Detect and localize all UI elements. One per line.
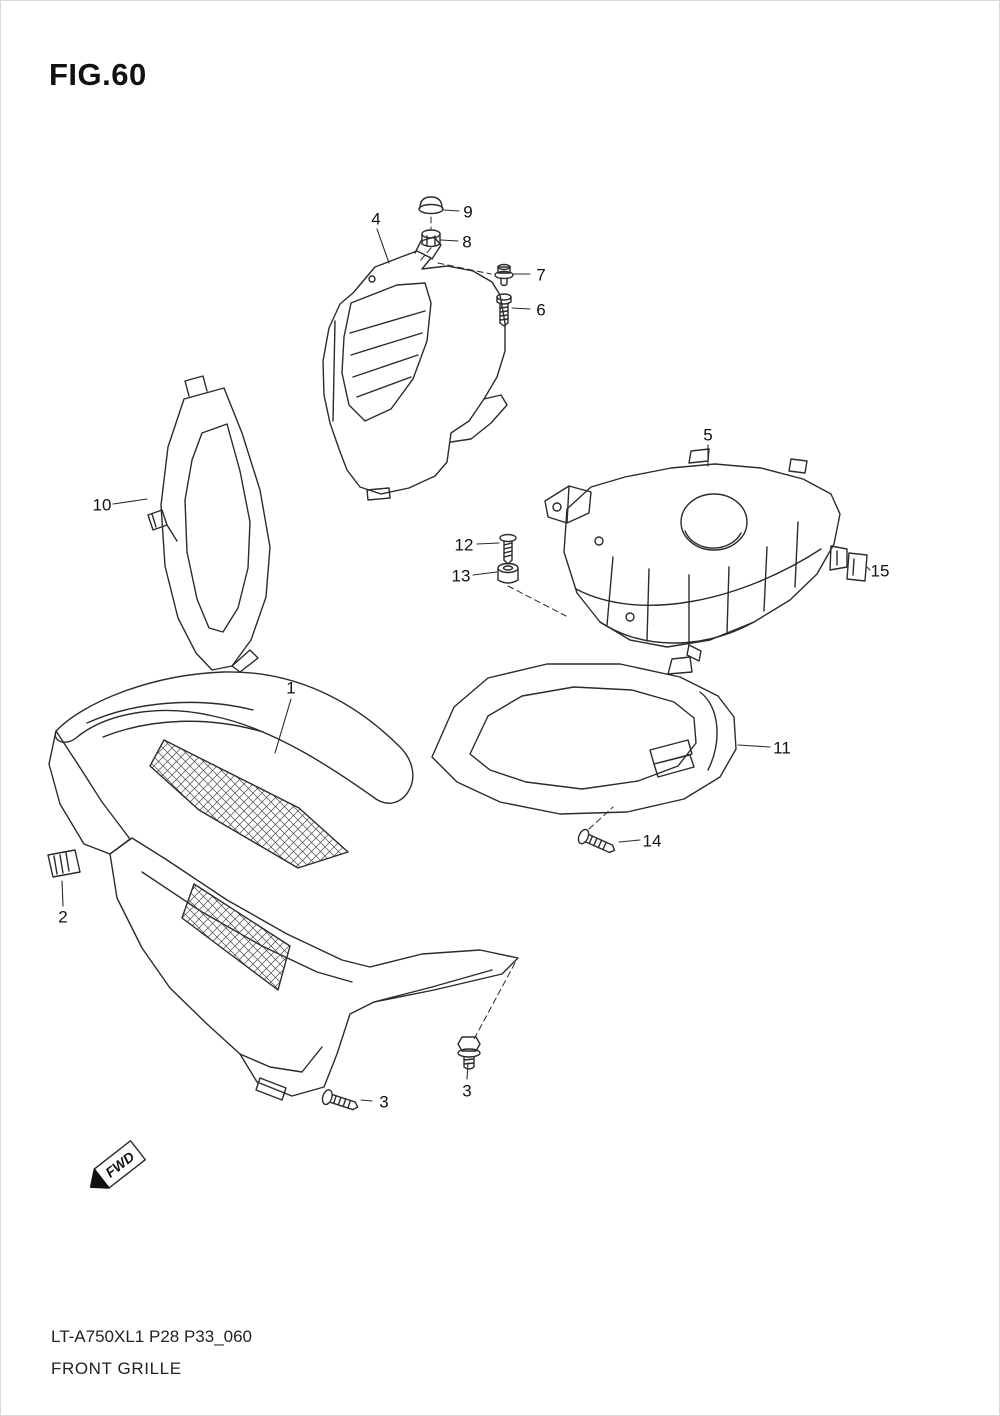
part-9-cap — [418, 196, 444, 215]
callout-9: 9 — [463, 202, 473, 222]
callout-14: 14 — [642, 831, 662, 851]
callout-3-right: 3 — [462, 1081, 472, 1101]
callout-1: 1 — [286, 678, 296, 698]
callout-6: 6 — [536, 300, 546, 320]
part-7-screw — [494, 263, 514, 287]
callout-5: 5 — [703, 425, 713, 445]
part-3-flange-bolt — [457, 1036, 481, 1070]
fwd-arrow: FWD — [89, 1140, 147, 1189]
callout-12: 12 — [454, 535, 474, 555]
part-3-screw — [321, 1089, 359, 1111]
callout-8: 8 — [462, 232, 472, 252]
part-12-screw — [499, 533, 517, 565]
part-11-right-cover — [431, 656, 737, 815]
callout-2: 2 — [58, 907, 68, 927]
figure-title: FIG.60 — [49, 57, 147, 92]
leader-lines — [61, 209, 871, 1102]
callout-13: 13 — [451, 566, 471, 586]
part-6-bolt — [496, 293, 512, 327]
callout-4: 4 — [371, 209, 381, 229]
part-2-clip — [47, 849, 81, 878]
callout-7: 7 — [536, 265, 546, 285]
figure-caption: FRONT GRILLE — [51, 1359, 182, 1378]
part-5-bracket — [544, 448, 848, 662]
callout-3-left: 3 — [379, 1092, 389, 1112]
fwd-arrow-label: FWD — [102, 1148, 137, 1180]
part-10-left-cover — [147, 375, 271, 673]
part-15-clip — [846, 552, 868, 582]
callout-15: 15 — [870, 561, 890, 581]
callout-10: 10 — [92, 495, 112, 515]
part-14-screw — [577, 828, 616, 854]
callout-11: 11 — [773, 738, 791, 758]
part-4-headlamp-housing — [322, 236, 508, 501]
part-13-cushion — [497, 562, 519, 584]
document-code: LT-A750XL1 P28 P33_060 — [51, 1327, 253, 1346]
part-1-front-grille — [48, 671, 519, 1101]
construction-lines — [419, 216, 614, 1042]
